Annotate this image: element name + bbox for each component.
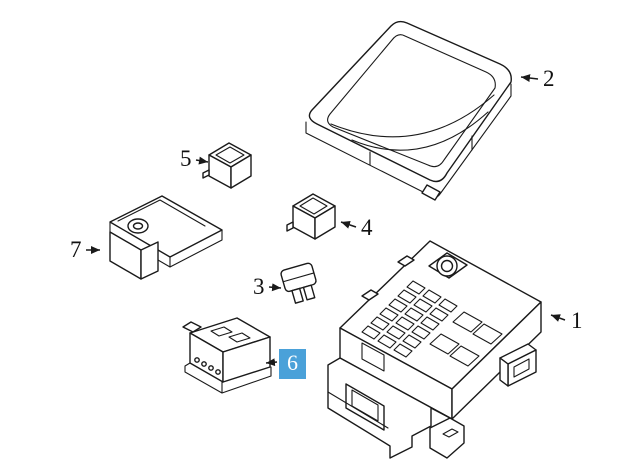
callout-arrow-6	[265, 358, 278, 367]
relay-drawing[interactable]	[286, 193, 336, 240]
callout-4[interactable]: 4	[361, 215, 373, 240]
callout-arrow-3	[268, 283, 282, 292]
callout-arrow-4	[340, 221, 357, 229]
callout-3[interactable]: 3	[253, 274, 265, 299]
relay-small-drawing[interactable]	[202, 142, 252, 189]
callout-arrow-1	[550, 314, 566, 322]
callout-arrows	[86, 74, 566, 367]
callout-1[interactable]: 1	[571, 308, 583, 333]
callout-arrow-2	[520, 74, 539, 83]
fuse-box-cover-drawing[interactable]	[305, 20, 512, 201]
callout-2[interactable]: 2	[543, 66, 555, 91]
bracket-drawing[interactable]	[109, 195, 223, 280]
mini-fuse-drawing[interactable]	[280, 262, 320, 304]
callout-6-highlighted[interactable]: 6	[279, 349, 306, 379]
main-fuse-box-drawing[interactable]	[327, 240, 542, 459]
fuse-slot-grid	[361, 280, 458, 358]
fuse-block-drawing[interactable]	[182, 317, 272, 394]
relay-socket-grid	[429, 311, 503, 367]
callout-arrow-5	[195, 156, 209, 165]
callout-7[interactable]: 7	[70, 237, 82, 262]
callout-5[interactable]: 5	[180, 146, 192, 171]
